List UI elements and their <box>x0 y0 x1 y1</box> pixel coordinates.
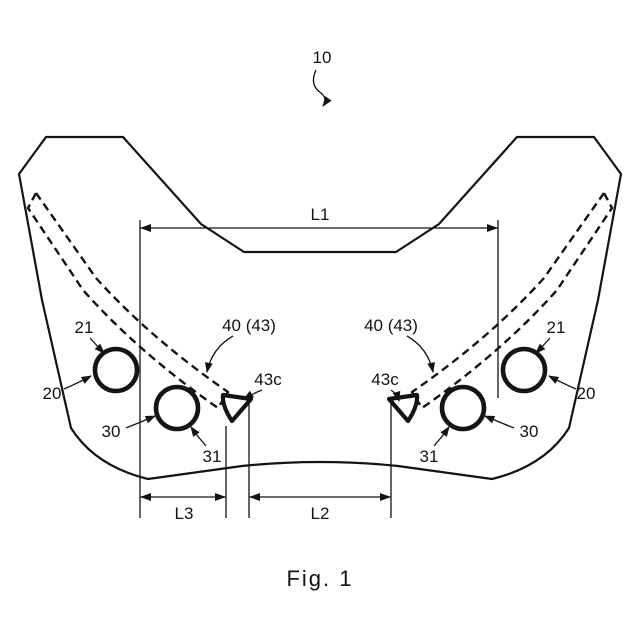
l1-arrow-right <box>487 224 498 232</box>
leader-20-left <box>63 375 92 390</box>
l1-arrow-left <box>140 224 151 232</box>
ring-lower-right-shape <box>439 384 487 432</box>
label-20-right: 20 <box>577 384 596 403</box>
label-30-right: 30 <box>520 422 539 441</box>
label-l2: L2 <box>311 504 330 523</box>
leader-40-left <box>205 335 234 374</box>
leader-21-right <box>535 337 551 354</box>
label-10: 10 <box>313 48 332 67</box>
label-43c-left: 43c <box>254 370 282 389</box>
ring-upper-left-shape <box>92 346 140 394</box>
leader-40-right <box>406 335 435 374</box>
label-40-left: 40 (43) <box>222 316 276 335</box>
figure-caption: Fig. 1 <box>286 566 353 591</box>
label-31-left: 31 <box>203 447 222 466</box>
label-l3: L3 <box>175 504 194 523</box>
ring-lower-left-shape <box>153 384 201 432</box>
leader-10 <box>312 69 332 107</box>
label-40-right: 40 (43) <box>364 316 418 335</box>
label-43c-right: 43c <box>371 370 399 389</box>
l2-arrow-right <box>380 493 391 501</box>
garnish-tip-left-shape <box>220 392 254 424</box>
leader-30-left <box>125 415 156 429</box>
leader-20-right <box>548 375 577 390</box>
label-31-right: 31 <box>420 447 439 466</box>
ring-upper-right-shape <box>500 346 548 394</box>
l2-arrow-left <box>249 493 260 501</box>
label-21-right: 21 <box>547 318 566 337</box>
l3-arrow-left <box>140 493 151 501</box>
leader-21-left <box>89 337 105 354</box>
leader-31-right <box>433 426 450 447</box>
garnish-tip-right-shape <box>386 392 420 424</box>
leader-43c-right <box>390 389 401 402</box>
label-20-left: 20 <box>43 384 62 403</box>
label-30-left: 30 <box>102 422 121 441</box>
l3-arrow-right <box>215 493 226 501</box>
leader-31-left <box>190 426 207 447</box>
leader-30-right <box>484 415 515 429</box>
leader-43c-left <box>243 389 263 400</box>
label-l1: L1 <box>311 205 330 224</box>
label-21-left: 21 <box>75 318 94 337</box>
panel-outline <box>17 135 623 481</box>
